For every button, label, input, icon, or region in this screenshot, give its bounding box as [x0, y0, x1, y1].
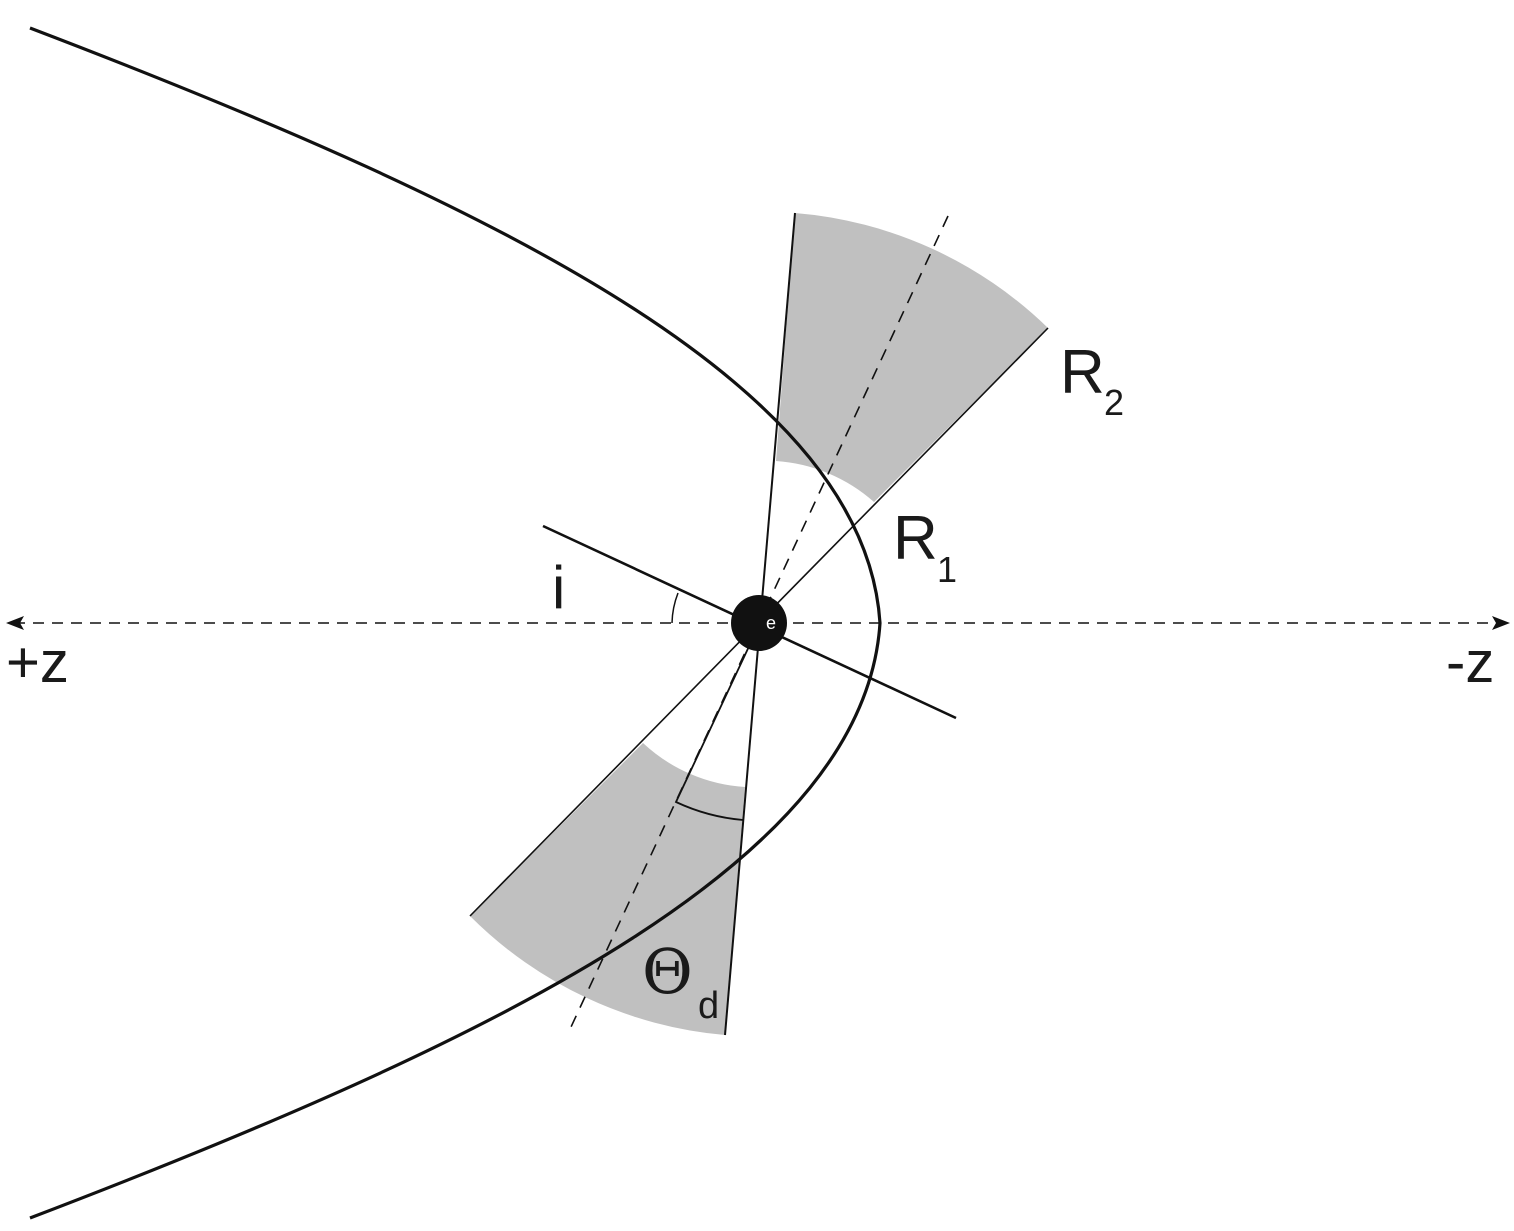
lower-cone-sector [470, 743, 745, 1035]
bow-shock-curve [29, 26, 882, 1220]
theta-d-label: Θ d [642, 935, 719, 1027]
r2-label: R 2 [1060, 338, 1124, 423]
r1-label-main: R [893, 504, 938, 573]
plus-z-label: +z [6, 630, 69, 695]
theta-d-label-subscript: d [698, 985, 719, 1027]
minus-z-arrowhead [1492, 616, 1510, 630]
theta-opening-wedge [674, 622, 761, 821]
r2-label-subscript: 2 [1104, 382, 1124, 423]
r1-label-subscript: 1 [937, 549, 957, 590]
central-star [731, 595, 787, 651]
inclination-angle-arc [671, 592, 679, 624]
theta-d-label-main: Θ [642, 935, 693, 1008]
plus-z-arrowhead [6, 616, 24, 630]
r2-label-main: R [1060, 338, 1105, 407]
inclination-label: i [552, 554, 565, 621]
upper-cone-sector [776, 213, 1048, 502]
minus-z-label: -z [1446, 630, 1494, 695]
r1-label: R 1 [893, 504, 957, 590]
center-mark: e [766, 613, 776, 633]
